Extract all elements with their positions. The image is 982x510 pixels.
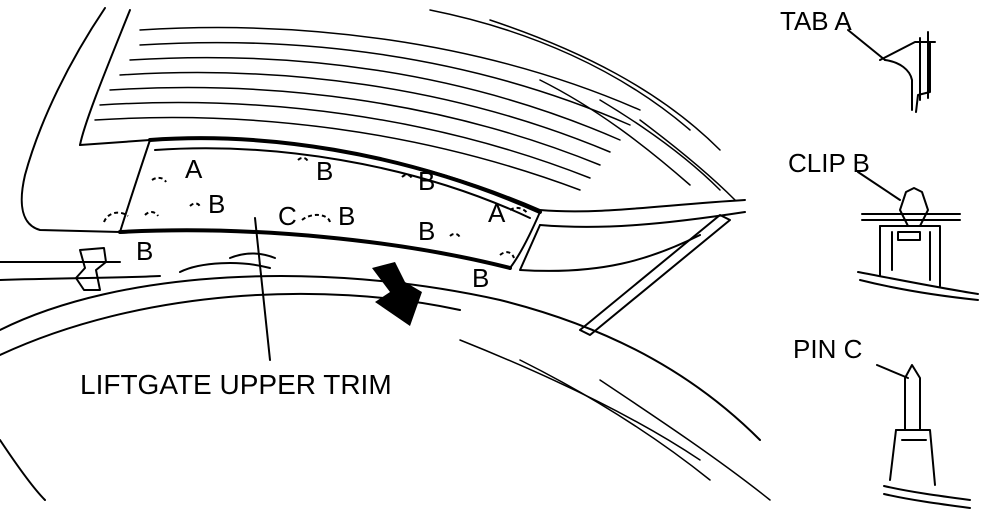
- main-label-leader: [254, 217, 271, 361]
- callout-b: B: [136, 236, 153, 266]
- tab-a-detail: TAB A: [780, 6, 936, 113]
- callout-b: B: [316, 156, 333, 186]
- clip-b-label: CLIP B: [788, 148, 870, 178]
- callout-b: B: [338, 201, 355, 231]
- callout-b: B: [472, 263, 489, 293]
- pin-c-label: PIN C: [793, 334, 862, 364]
- callout-b: B: [418, 166, 435, 196]
- callout-a: A: [488, 198, 506, 228]
- arrow-icon: [372, 262, 422, 326]
- callout-b: B: [208, 189, 225, 219]
- liftgate-upper-trim-panel: [103, 136, 542, 270]
- callout-a: A: [185, 154, 203, 184]
- pin-c-detail: PIN C: [793, 334, 971, 509]
- callout-c: C: [278, 201, 297, 231]
- tab-a-label: TAB A: [780, 6, 852, 36]
- panel-callouts: A B B B C B A B B B: [136, 154, 506, 293]
- vehicle-body-lines: [0, 7, 771, 501]
- callout-b: B: [418, 216, 435, 246]
- main-label: LIFTGATE UPPER TRIM: [80, 369, 392, 400]
- clip-b-detail: CLIP B: [788, 148, 979, 301]
